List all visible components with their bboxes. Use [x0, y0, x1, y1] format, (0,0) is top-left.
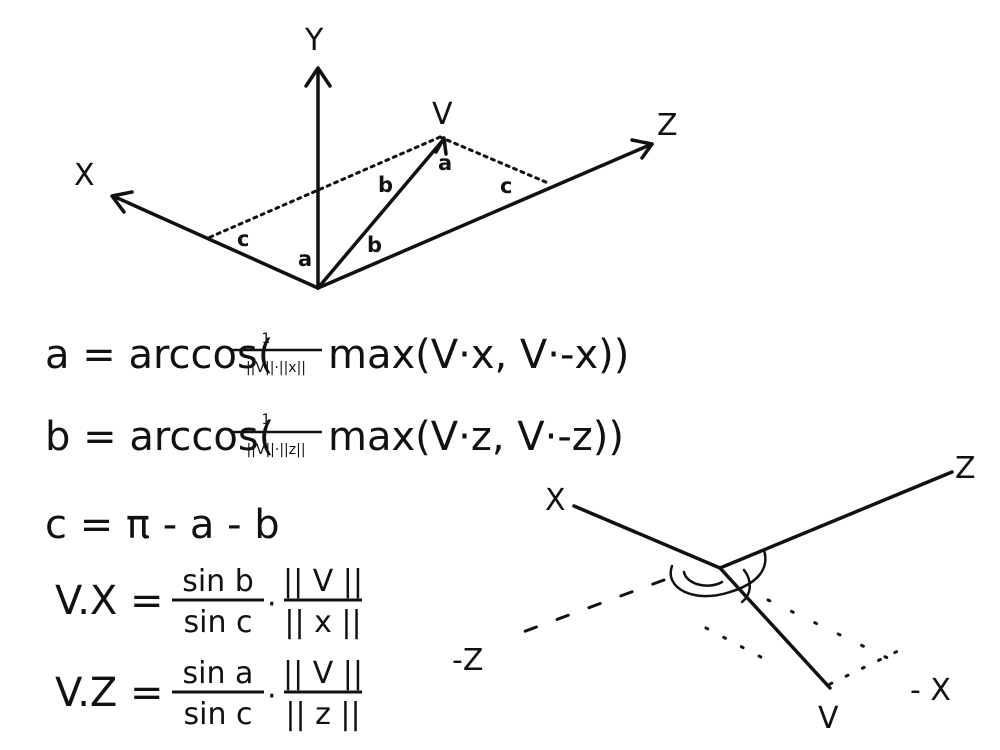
angle-arc-inner	[682, 570, 724, 587]
neg-z-axis-dashed	[510, 578, 666, 638]
x-axis-arrowhead	[110, 190, 134, 214]
v-vector-label: V	[432, 97, 453, 132]
equation-vx-dot: ·	[267, 587, 277, 622]
x-axis-label-bottom: X	[545, 483, 566, 518]
equation-vz: V.Z = sin a sin c · || V || || z ||	[55, 656, 363, 732]
z-axis-line	[316, 142, 654, 290]
equation-a-frac-denominator: ||V||·||x||	[246, 360, 306, 376]
equation-vx-lhs: V.X =	[55, 578, 164, 624]
equation-vx: V.X = sin b sin c · || V || || x ||	[55, 564, 363, 640]
v-proj-dotted	[704, 626, 776, 666]
equation-a-lhs: a = arccos(	[45, 332, 273, 378]
equation-a: a = arccos( 1 ||V||·||x|| max(V·x, V·-x)…	[45, 331, 629, 378]
v-to-x-projection	[206, 135, 442, 240]
equation-vz-frac2-denominator: || z ||	[285, 697, 360, 732]
equation-vz-frac1-denominator: sin c	[183, 697, 252, 732]
bottom-3d-axis-diagram	[510, 470, 954, 690]
neg-x-axis-dotted	[766, 598, 902, 666]
equation-vx-frac2-numerator: || V ||	[283, 564, 363, 599]
v-to-negx-dotted	[828, 648, 902, 686]
x-axis-label: X	[74, 158, 95, 193]
equation-a-frac-numerator: 1	[262, 331, 271, 347]
v-to-z-projection	[438, 135, 550, 185]
z-axis-arrowhead	[630, 138, 654, 160]
angle-b-origin-label: b	[367, 233, 382, 257]
top-diagram-labels: Y X Z V a b c b a c	[74, 23, 678, 271]
neg-x-axis-label: - X	[910, 673, 951, 708]
v-vector-line	[316, 138, 445, 290]
z-axis-label: Z	[657, 108, 678, 143]
equation-vx-frac1-denominator: sin c	[183, 605, 252, 640]
z-axis-line-bottom	[718, 470, 954, 570]
equation-b-rhs: max(V·z, V·-z))	[328, 414, 624, 460]
equation-vx-frac1-numerator: sin b	[182, 564, 254, 599]
v-vector-label-bottom: V	[818, 701, 839, 736]
equation-c: c = π - a - b	[45, 502, 280, 548]
angle-a-origin-label: a	[298, 247, 312, 271]
equation-b-frac-numerator: 1	[262, 412, 271, 428]
angle-arc-outer	[669, 548, 767, 598]
x-axis-line-bottom	[572, 504, 722, 570]
y-axis-arrowhead	[304, 66, 332, 88]
angle-c-x-label: c	[237, 227, 249, 251]
v-vector-line-bottom	[718, 566, 832, 690]
x-axis-line	[111, 194, 320, 290]
equation-vz-frac1-numerator: sin a	[183, 656, 254, 691]
equation-b-frac-denominator: ||V||·||z||	[246, 442, 305, 458]
angle-b-v-label: b	[378, 173, 393, 197]
equation-vz-dot: ·	[267, 679, 277, 714]
equation-vx-frac2-denominator: || x ||	[284, 605, 361, 640]
angle-a-v-label: a	[438, 151, 452, 175]
equation-a-rhs: max(V·x, V·-x))	[328, 332, 629, 378]
top-3d-axis-diagram	[110, 66, 654, 290]
equation-b: b = arccos( 1 ||V||·||z|| max(V·z, V·-z)…	[45, 412, 624, 460]
equation-b-lhs: b = arccos(	[45, 414, 274, 460]
angle-arc-right	[740, 568, 751, 604]
equation-vz-frac2-numerator: || V ||	[283, 656, 363, 691]
neg-z-axis-label: -Z	[452, 643, 483, 678]
z-axis-label-bottom: Z	[955, 451, 976, 486]
angle-c-z-label: c	[500, 174, 512, 198]
equation-vz-lhs: V.Z =	[55, 670, 164, 716]
y-axis-label: Y	[304, 23, 324, 58]
bottom-diagram-labels: X Z -Z - X V	[452, 451, 976, 736]
